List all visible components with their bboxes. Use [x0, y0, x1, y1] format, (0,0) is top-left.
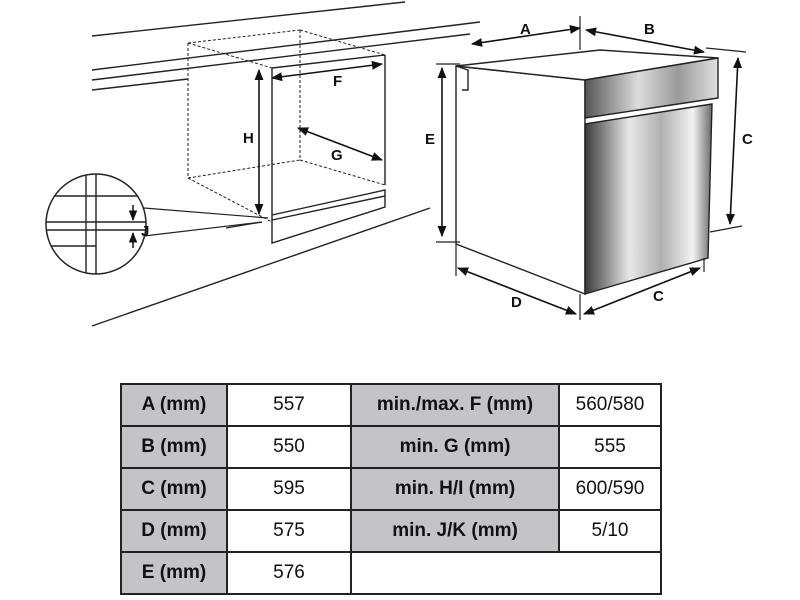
row-value: 555	[558, 425, 662, 469]
label-d: D	[511, 294, 522, 311]
row-label: min./max. F (mm)	[350, 383, 560, 427]
row-value: 5/10	[558, 509, 662, 553]
table-row: C (mm) 595 min. H/I (mm) 600/590	[120, 467, 662, 511]
dimension-arrow-c-depth	[582, 267, 702, 315]
row-label: E (mm)	[120, 551, 228, 595]
row-label: A (mm)	[120, 383, 228, 427]
row-value: 600/590	[558, 467, 662, 511]
cabinet-front	[271, 54, 386, 244]
row-value: 550	[226, 425, 352, 469]
dimensions-table: A (mm) 557 min./max. F (mm) 560/580 B (m…	[120, 383, 662, 595]
oven-illustration	[455, 49, 719, 296]
empty-cell	[350, 551, 662, 595]
row-label: C (mm)	[120, 467, 228, 511]
row-value: 557	[226, 383, 352, 427]
label-g: G	[331, 147, 343, 164]
dimension-arrow-d	[456, 267, 578, 315]
row-value: 595	[226, 467, 352, 511]
table-row: E (mm) 576	[120, 551, 662, 595]
dimension-arrow-g	[296, 127, 384, 161]
detail-zoom-circle	[45, 173, 269, 275]
row-label: D (mm)	[120, 509, 228, 553]
table-row: A (mm) 557 min./max. F (mm) 560/580	[120, 383, 662, 427]
dimension-arrow-a	[470, 25, 582, 47]
table-row: B (mm) 550 min. G (mm) 555	[120, 425, 662, 469]
table-row: D (mm) 575 min. J/K (mm) 5/10	[120, 509, 662, 553]
installation-diagram: F H G J A B C E	[45, 1, 753, 327]
label-h: H	[243, 130, 254, 147]
row-value: 560/580	[558, 383, 662, 427]
row-label: min. J/K (mm)	[350, 509, 560, 553]
dimension-arrow-c-height	[726, 56, 742, 226]
label-e: E	[425, 131, 435, 148]
label-f: F	[333, 73, 342, 90]
row-label: min. G (mm)	[350, 425, 560, 469]
row-label: min. H/I (mm)	[350, 467, 560, 511]
row-value: 576	[226, 551, 352, 595]
kitchen-wall	[91, 1, 481, 327]
label-a: A	[520, 21, 531, 38]
label-j: J	[141, 223, 149, 240]
cabinet-niche	[187, 29, 386, 223]
row-label: B (mm)	[120, 425, 228, 469]
row-value: 575	[226, 509, 352, 553]
label-c-depth: C	[653, 288, 664, 305]
label-b: B	[644, 21, 655, 38]
dimension-arrow-f	[270, 60, 384, 82]
dimension-arrow-b	[584, 27, 706, 55]
label-c-height: C	[742, 131, 753, 148]
